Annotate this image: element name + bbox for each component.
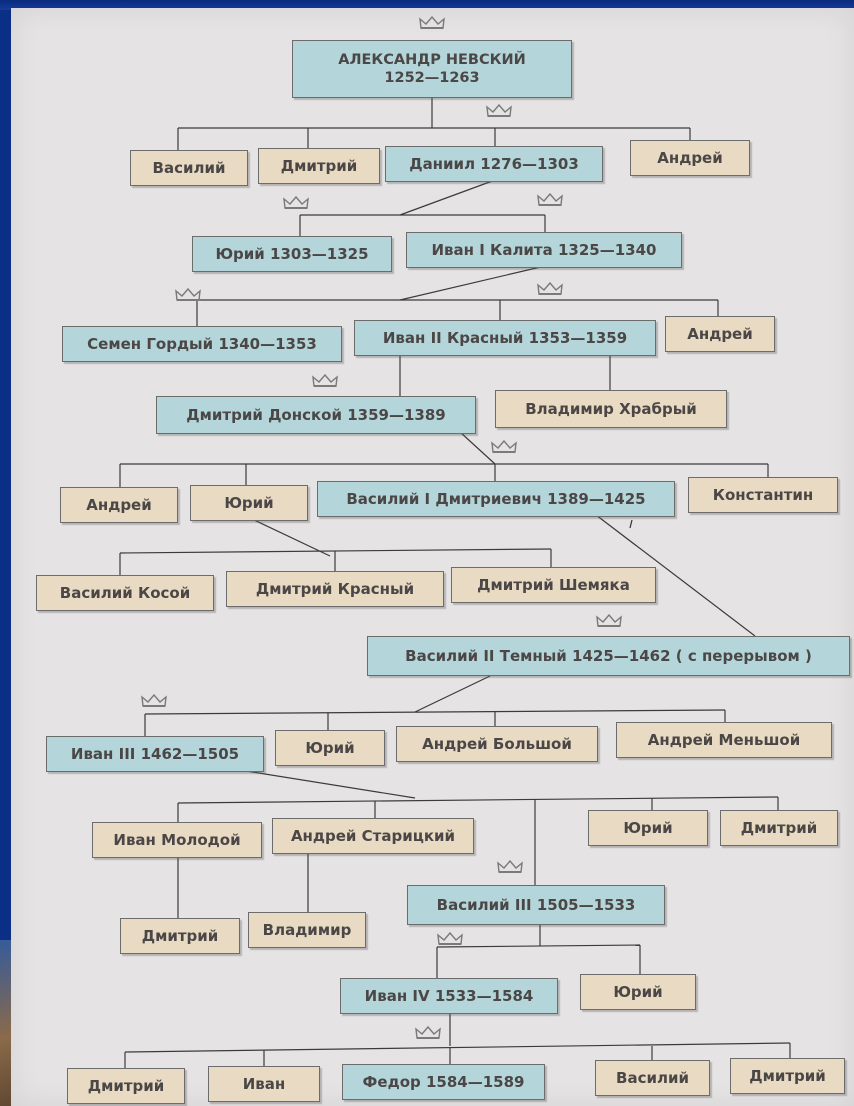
node-dmitry-gen13: Дмитрий (67, 1068, 185, 1104)
crown-icon (486, 104, 512, 117)
crown-icon (437, 932, 463, 945)
node-vasily-kosoy: Василий Косой (36, 575, 214, 611)
node-ivan-kalita: Иван I Калита 1325—1340 (406, 232, 682, 268)
node-semen-gordy: Семен Гордый 1340—1353 (62, 326, 342, 362)
node-vasily-2-temny: Василий II Темный 1425—1462 ( с перерыво… (367, 636, 850, 676)
crown-icon (312, 374, 338, 387)
node-andrey-staritsky: Андрей Старицкий (272, 818, 474, 854)
crown-icon (537, 193, 563, 206)
crown-icon (419, 16, 445, 29)
node-dmitry2-gen13: Дмитрий (730, 1058, 845, 1094)
node-andrey-gen4: Андрей (665, 316, 775, 352)
node-vasily-1: Василий I Дмитриевич 1389—1425 (317, 481, 675, 517)
node-vasily-3: Василий III 1505—1533 (407, 885, 665, 925)
node-dmitry-krasny: Дмитрий Красный (226, 571, 444, 607)
crown-icon (283, 196, 309, 209)
crown-icon (537, 282, 563, 295)
node-vasily: Василий (130, 150, 248, 186)
node-ivan-3: Иван III 1462—1505 (46, 736, 264, 772)
node-vasily-gen13: Василий (595, 1060, 710, 1096)
node-yury-1303: Юрий 1303—1325 (192, 236, 392, 272)
node-yury-gen10: Юрий (588, 810, 708, 846)
node-dmitry-gen11: Дмитрий (120, 918, 240, 954)
node-ivan-4: Иван IV 1533—1584 (340, 978, 558, 1014)
node-dmitry: Дмитрий (258, 148, 380, 184)
node-fedor: Федор 1584—1589 (342, 1064, 545, 1100)
node-konstantin: Константин (688, 477, 838, 513)
node-andrey-gen2: Андрей (630, 140, 750, 176)
node-yury-gen6: Юрий (190, 485, 308, 521)
crown-icon (497, 860, 523, 873)
node-yury-gen12: Юрий (580, 974, 696, 1010)
node-alexander-nevsky-years: 1252—1263 (384, 70, 480, 86)
node-ivan-molodoy: Иван Молодой (92, 822, 262, 858)
node-andrey-menshoy: Андрей Меньшой (616, 722, 832, 758)
node-dmitry-donskoy: Дмитрий Донской 1359—1389 (156, 396, 476, 434)
node-vladimir-khrabry: Владимир Храбрый (495, 390, 727, 428)
crown-icon (141, 694, 167, 707)
node-ivan-krasny: Иван II Красный 1353—1359 (354, 320, 656, 356)
crown-icon (491, 440, 517, 453)
node-yury-gen9: Юрий (275, 730, 385, 766)
crown-icon (415, 1026, 441, 1039)
node-daniil: Даниил 1276—1303 (385, 146, 603, 182)
node-ivan-gen13: Иван (208, 1066, 320, 1102)
node-alexander-nevsky-name: АЛЕКСАНДР НЕВСКИЙ (338, 51, 526, 68)
crown-icon (596, 614, 622, 627)
node-alexander-nevsky: АЛЕКСАНДР НЕВСКИЙ 1252—1263 (292, 40, 572, 98)
node-dmitry-shemyaka: Дмитрий Шемяка (451, 567, 656, 603)
node-andrey-bolshoy: Андрей Большой (396, 726, 598, 762)
node-vladimir-gen11: Владимир (248, 912, 366, 948)
node-andrey-gen6: Андрей (60, 487, 178, 523)
slide-top-border (0, 0, 854, 10)
crown-icon (175, 288, 201, 301)
node-dmitry-gen10: Дмитрий (720, 810, 838, 846)
